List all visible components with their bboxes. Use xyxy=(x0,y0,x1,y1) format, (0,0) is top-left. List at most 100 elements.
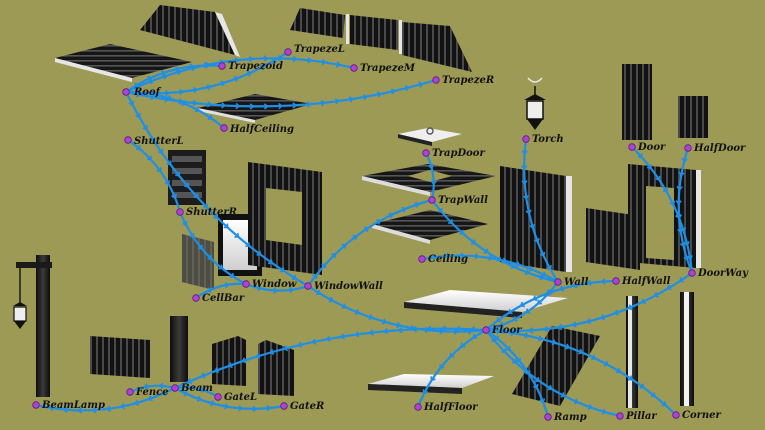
node-label: HalfWall xyxy=(621,276,671,287)
link-barb xyxy=(591,354,597,361)
node-trapezeL: TrapezeL xyxy=(284,44,345,56)
node-label: Floor xyxy=(491,325,522,336)
link-barb xyxy=(578,348,584,355)
link-barb xyxy=(528,265,534,272)
link-barb xyxy=(362,93,368,101)
link-barb xyxy=(564,343,571,350)
link-barb xyxy=(428,164,435,170)
node-halfWall: HalfWall xyxy=(612,276,671,287)
link-barb xyxy=(422,389,429,395)
link-barb xyxy=(601,408,607,415)
node-label: HalfDoor xyxy=(693,143,746,154)
link-barb xyxy=(320,99,326,107)
node-label: GateR xyxy=(290,401,324,412)
link-barb xyxy=(414,201,420,208)
link-barb xyxy=(278,102,284,110)
link-barb xyxy=(471,239,477,245)
link-barb xyxy=(453,328,459,335)
door-piece xyxy=(622,64,652,140)
link-barb xyxy=(194,106,201,113)
node-trapWall: TrapWall xyxy=(428,195,488,206)
link-barb xyxy=(174,66,180,73)
window-wall-piece xyxy=(248,162,322,275)
floor-piece xyxy=(404,290,568,318)
link-barb xyxy=(505,345,511,351)
link-barb xyxy=(511,358,517,364)
link-barb xyxy=(679,242,686,248)
link-barb xyxy=(224,281,230,289)
link-barb xyxy=(599,314,606,321)
link-barb xyxy=(146,155,152,161)
link-barb xyxy=(341,303,347,310)
link-barb xyxy=(328,296,334,303)
node-window: Window xyxy=(242,279,297,290)
node-dot xyxy=(554,278,562,286)
link-barb xyxy=(524,269,530,276)
link-barb xyxy=(348,96,354,103)
link-barb xyxy=(279,266,285,273)
link-barb xyxy=(135,145,141,150)
link-beam-fence xyxy=(128,384,177,394)
node-label: Wall xyxy=(564,277,589,288)
link-barb xyxy=(449,352,455,358)
node-label: Fence xyxy=(135,387,169,398)
link-barb xyxy=(321,263,327,269)
link-barb xyxy=(439,364,445,370)
link-floor-halfFloor xyxy=(416,328,488,409)
link-barb xyxy=(488,254,494,261)
link-barb xyxy=(213,213,219,219)
link-barb xyxy=(311,338,317,345)
link-barb xyxy=(224,403,230,410)
node-halfFloor: HalfFloor xyxy=(414,402,478,413)
link-barb xyxy=(430,376,436,382)
node-label: ShutterR xyxy=(186,207,237,218)
link-barb xyxy=(516,357,522,363)
node-label: TrapezeL xyxy=(294,44,345,55)
node-dot xyxy=(628,143,636,151)
node-dot xyxy=(612,277,620,285)
link-barb xyxy=(681,157,688,163)
node-dot xyxy=(684,144,692,152)
link-barb xyxy=(661,401,667,407)
link-barb xyxy=(532,295,538,302)
node-shutterR: ShutterR xyxy=(176,207,237,218)
link-barb xyxy=(537,299,543,305)
link-barb xyxy=(532,383,539,390)
node-roof: Roof xyxy=(122,87,162,98)
link-barb xyxy=(390,88,396,95)
link-barb xyxy=(190,65,196,72)
link-barb xyxy=(257,284,263,292)
link-barb xyxy=(334,98,340,105)
node-cellBar: CellBar xyxy=(192,293,245,304)
link-barb xyxy=(184,182,190,188)
node-label: GateL xyxy=(224,392,257,403)
link-barb xyxy=(542,325,548,333)
link-barb xyxy=(539,398,546,404)
node-halfDoor: HalfDoor xyxy=(684,143,746,154)
link-barb xyxy=(325,335,331,343)
link-barb xyxy=(229,272,235,279)
node-label: TrapezeM xyxy=(360,63,416,74)
link-barb xyxy=(137,89,143,96)
link-barb xyxy=(551,339,557,346)
link-barb xyxy=(677,228,684,234)
node-dot xyxy=(350,64,358,72)
link-barb xyxy=(572,282,578,289)
link-barb xyxy=(341,243,347,249)
link-barb xyxy=(213,367,220,374)
node-dot xyxy=(124,136,132,144)
node-dot xyxy=(126,388,134,396)
link-barb xyxy=(178,88,184,96)
link-barb xyxy=(164,89,170,97)
link-floor-pillar xyxy=(484,328,622,418)
node-shutterL: ShutterL xyxy=(124,136,184,147)
link-barb xyxy=(430,180,437,186)
link-barb xyxy=(507,308,513,315)
link-barb xyxy=(192,99,198,107)
beam-lamp-piece xyxy=(13,255,52,397)
link-barb xyxy=(227,362,233,369)
link-barb xyxy=(525,308,531,314)
link-beam-gateL xyxy=(173,386,220,399)
link-barb xyxy=(292,55,298,63)
link-barb xyxy=(675,200,682,206)
